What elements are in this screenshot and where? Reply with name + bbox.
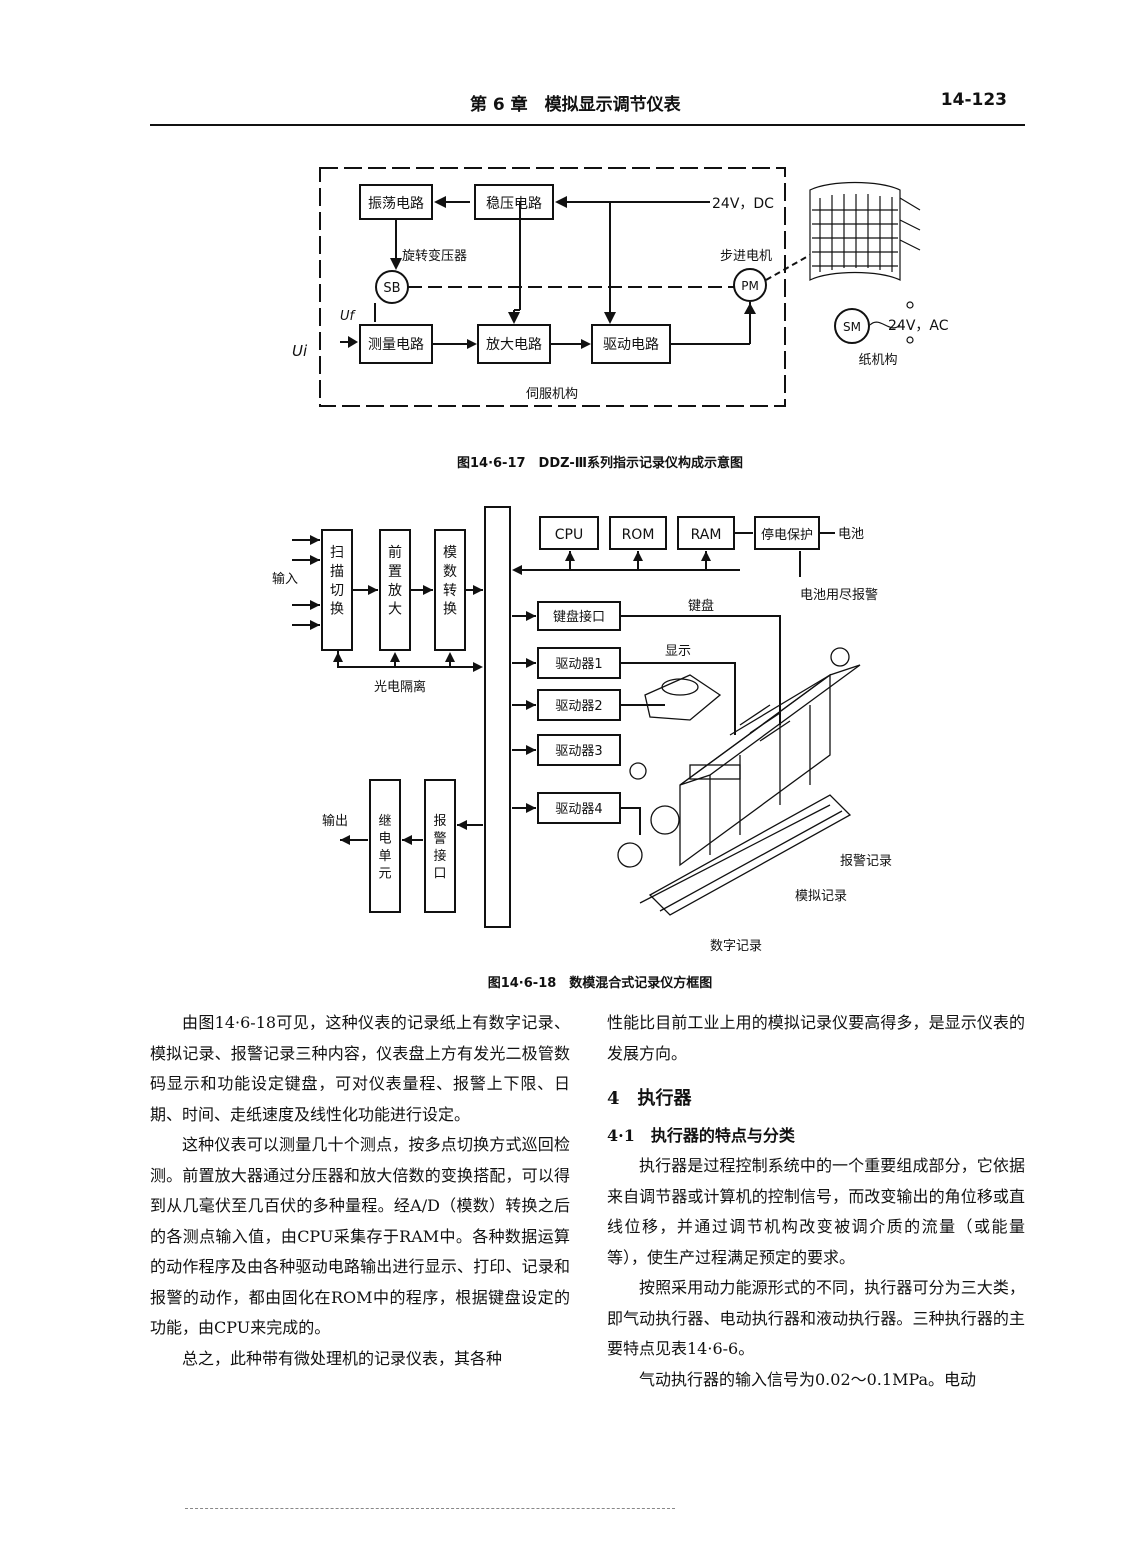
driver3-box bbox=[537, 734, 621, 766]
chart-paper-sketch bbox=[809, 181, 921, 344]
driver2-label: 驱动器2 bbox=[555, 699, 602, 714]
preamp-label: 前置放大 bbox=[388, 544, 402, 618]
driver1-label: 驱动器1 bbox=[555, 657, 602, 672]
power-protect-label: 停电保护 bbox=[761, 527, 813, 543]
ui-label: Ui bbox=[292, 342, 308, 360]
figure-mixed-recorder-block: 扫描切换 前置放大 模数转换 CPU ROM RAM 停电保护 电池 电池用尽报… bbox=[272, 506, 892, 954]
uf-label: Uf bbox=[340, 309, 357, 324]
sm-label: SM bbox=[843, 320, 861, 334]
measure-label: 测量电路 bbox=[368, 337, 424, 353]
scan-label: 扫描切换 bbox=[330, 545, 344, 618]
cpu-box bbox=[539, 516, 599, 550]
alarm-if-box bbox=[424, 779, 456, 913]
output-label: 输出 bbox=[322, 813, 348, 829]
ram-label: RAM bbox=[691, 527, 722, 543]
oscillator-label: 振荡电路 bbox=[368, 196, 424, 212]
adc-label: 模数转换 bbox=[443, 545, 457, 618]
pm-label: PM bbox=[741, 279, 759, 293]
power-dc-label: 24V，DC bbox=[712, 196, 774, 212]
scan-artifact-line bbox=[185, 1508, 675, 1511]
battery-label: 电池 bbox=[838, 527, 864, 542]
left-column: 由图14·6-18可见，这种仪表的记录纸上有数字记录、模拟记录、报警记录三种内容… bbox=[150, 1008, 570, 1374]
recorder-sketch bbox=[617, 647, 861, 916]
paragraph: 由图14·6-18可见，这种仪表的记录纸上有数字记录、模拟记录、报警记录三种内容… bbox=[150, 1013, 570, 1124]
display-label: 显示 bbox=[665, 644, 691, 659]
cpu-label: CPU bbox=[555, 527, 583, 543]
chapter-title: 第 6 章 模拟显示调节仪表 bbox=[470, 95, 681, 115]
paragraph-continuation: 性能比目前工业上用的模拟记录仪要高得多，是显示仪表的发展方向。 bbox=[607, 1013, 1025, 1063]
rom-label: ROM bbox=[622, 527, 655, 543]
pm-circle bbox=[733, 268, 767, 302]
keyboard-label: 键盘 bbox=[688, 598, 714, 614]
opto-label: 光电隔离 bbox=[374, 679, 426, 695]
figure1-caption: 图14·6-17 DDZ-Ⅲ系列指示记录仪构成示意图 bbox=[456, 456, 744, 471]
relay-box bbox=[369, 779, 401, 913]
stepper-motor-label: 步进电机 bbox=[720, 249, 772, 264]
rom-box bbox=[609, 516, 667, 550]
rotary-transformer-label: 旋转变压器 bbox=[402, 248, 467, 264]
paper-mech-label: 纸机构 bbox=[858, 353, 897, 368]
battery-alarm-label: 电池用尽报警 bbox=[800, 587, 878, 603]
driver3-label: 驱动器3 bbox=[555, 744, 602, 759]
keyboard-if-label: 键盘接口 bbox=[553, 609, 605, 625]
paragraph: 总之，此种带有微处理机的记录仪表，其各种 bbox=[182, 1348, 503, 1368]
servo-label: 伺服机构 bbox=[526, 387, 578, 402]
page-header: 第 6 章 模拟显示调节仪表 14-123 bbox=[150, 88, 1025, 126]
regulator-box bbox=[474, 184, 554, 220]
figure-ddz-recorder: 振荡电路 稳压电路 测量电路 放大电路 驱动电路 24V，DC 旋转变压器 SB… bbox=[292, 167, 949, 407]
driver4-label: 驱动器4 bbox=[555, 802, 602, 817]
paragraph: 这种仪表可以测量几十个测点，按多点切换方式巡回检测。前置放大器通过分压器和放大倍… bbox=[150, 1135, 570, 1337]
right-column: 性能比目前工业上用的模拟记录仪要高得多，是显示仪表的发展方向。 4 执行器 4·… bbox=[607, 1008, 1025, 1395]
alarm-if-label: 报警接口 bbox=[433, 814, 446, 882]
amplifier-label: 放大电路 bbox=[486, 337, 542, 353]
page-number: 14-123 bbox=[940, 90, 1007, 110]
section-title: 4 执行器 bbox=[607, 1088, 692, 1109]
sm-circle bbox=[834, 308, 870, 344]
digital-record-label: 数字记录 bbox=[710, 939, 762, 954]
driver-label: 驱动电路 bbox=[603, 337, 659, 353]
figure2-caption: 图14·6-18 数模混合式记录仪方框图 bbox=[487, 976, 713, 991]
analog-record-label: 模拟记录 bbox=[795, 889, 847, 904]
bus-bar bbox=[484, 506, 511, 928]
power-ac-label: 24V，AC bbox=[888, 318, 949, 334]
relay-label: 继电单元 bbox=[378, 814, 391, 882]
subsection-title: 4·1 执行器的特点与分类 bbox=[607, 1126, 795, 1145]
sb-label: SB bbox=[383, 281, 400, 296]
alarm-record-label: 报警记录 bbox=[840, 853, 892, 869]
oscillator-box bbox=[359, 184, 433, 220]
regulator-label: 稳压电路 bbox=[486, 196, 542, 212]
paragraph: 执行器是过程控制系统中的一个重要组成部分，它依据来自调节器或计算机的控制信号，而… bbox=[607, 1156, 1025, 1267]
servo-dashed-border bbox=[319, 167, 786, 407]
input-label: 输入 bbox=[272, 571, 298, 587]
paragraph: 气动执行器的输入信号为0.02～0.1MPa。电动 bbox=[639, 1369, 977, 1389]
paragraph: 按照采用动力能源形式的不同，执行器可分为三大类，即气动执行器、电动执行器和液动执… bbox=[607, 1278, 1025, 1358]
